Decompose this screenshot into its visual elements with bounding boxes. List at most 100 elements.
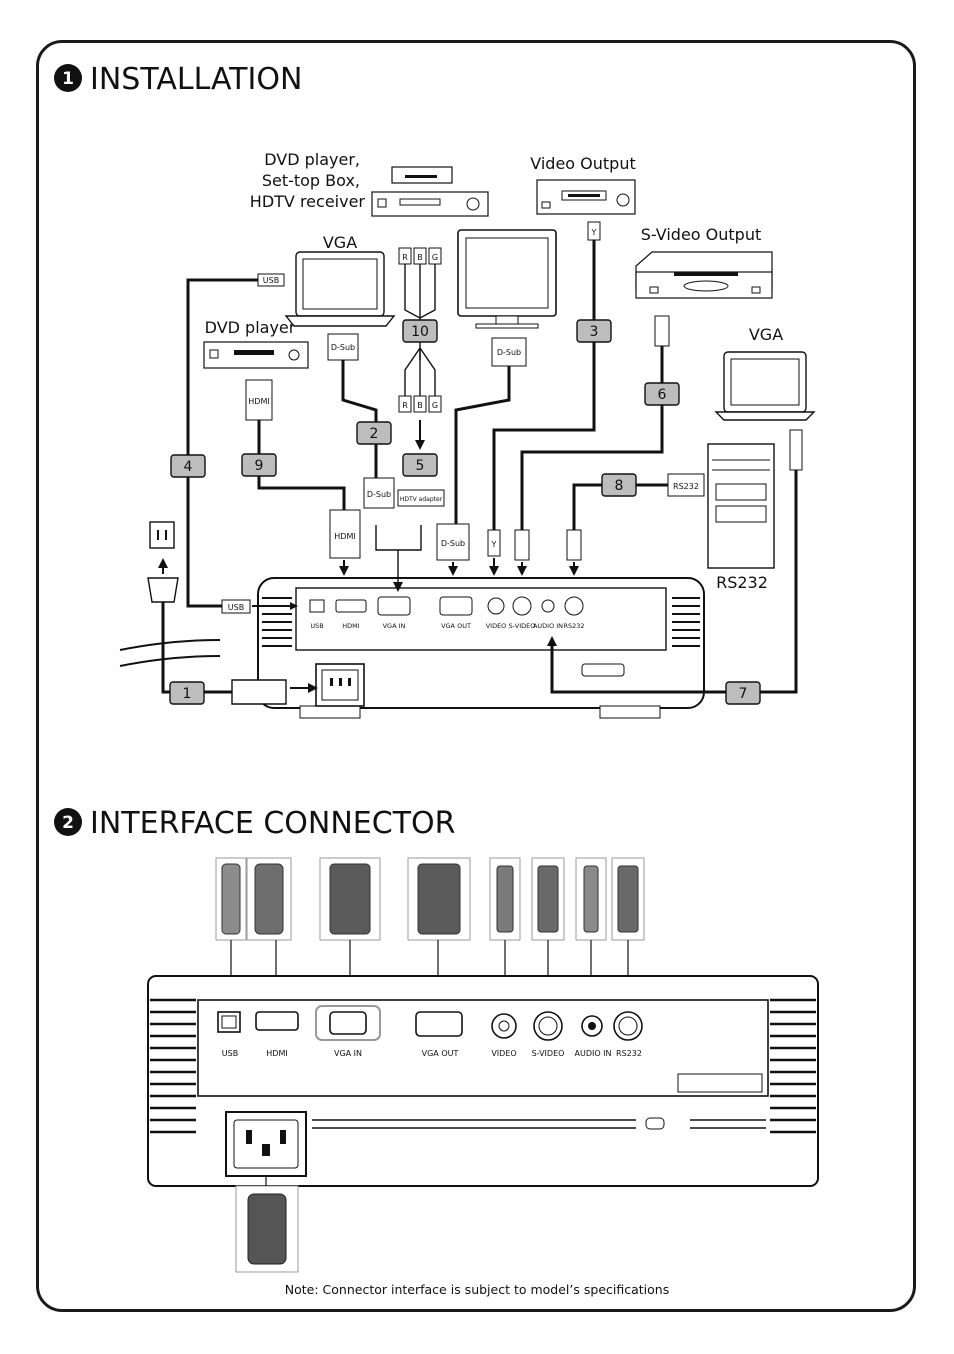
video-connector-icon — [496, 865, 514, 933]
cable-number-6: 6 — [658, 387, 667, 403]
port-label-bottom-usb: USB — [222, 1049, 238, 1058]
port-label-bottom-hdmi: HDMI — [266, 1049, 287, 1058]
label-dvd-player-hdmi: DVD player — [205, 318, 296, 337]
cable-usb — [186, 278, 258, 608]
cable-number-9: 9 — [255, 458, 264, 474]
plug-rs232: RS232 — [673, 482, 699, 491]
plug-b-top: B — [417, 253, 423, 262]
audio-plug-icon — [789, 429, 803, 471]
audio-port-icon — [541, 599, 555, 613]
cable-number-badges: 1 2 3 4 5 6 7 8 9 10 — [169, 319, 761, 705]
video-port-icon — [487, 597, 505, 615]
footnote: Note: Connector interface is subject to … — [285, 1282, 669, 1297]
port-label-vga-in: VGA IN — [383, 622, 406, 630]
svideo-plug-top-icon — [654, 315, 670, 347]
vga-in-connector-icon — [329, 863, 371, 935]
section-badge-2-icon — [54, 808, 82, 836]
hdmi-plug-bottom-icon — [329, 509, 361, 559]
laptop-vga-icon — [284, 251, 396, 327]
port-label-bottom-video: VIDEO — [491, 1049, 516, 1058]
label-dvd-player: DVD player, — [264, 150, 360, 169]
dsub-plug-proj-icon — [363, 477, 395, 509]
vga-out-port-icon — [439, 596, 473, 616]
plug-dsub-1: D-Sub — [331, 343, 355, 352]
rbg-plugs-top-icon — [398, 247, 442, 265]
section-1-heading: 1 INSTALLATION — [54, 62, 302, 97]
rs232-port-icon — [564, 596, 584, 616]
port-label-hdmi: HDMI — [342, 622, 360, 630]
power-plug-icon — [147, 577, 179, 603]
plug-hdmi-top: HDMI — [248, 397, 269, 406]
cable-number-8: 8 — [615, 478, 624, 494]
vga-out-port-bottom-icon — [415, 1011, 463, 1037]
plug-hdmi-bottom: HDMI — [334, 532, 355, 541]
port-label-audio: AUDIO IN — [533, 622, 563, 630]
svideo-plug-bottom-icon — [514, 529, 530, 561]
projector-ports-bottom: USB HDMI VGA IN VGA OUT VIDEO S-VIDEO AU… — [217, 1005, 643, 1058]
dsub-plug-monitor-icon — [491, 337, 527, 367]
section-badge-1-number: 1 — [62, 69, 74, 89]
plug-dsub-2: D-Sub — [367, 490, 391, 499]
hdmi-port-icon — [335, 599, 367, 613]
dsub-plug-laptop-icon — [327, 333, 359, 361]
cable-number-1: 1 — [183, 686, 192, 702]
plug-g-bottom: G — [432, 401, 438, 410]
plug-y-bottom: Y — [491, 540, 497, 549]
laptop-right-icon — [714, 351, 816, 421]
power-cord-connector-icon — [247, 1193, 287, 1265]
svideo-port-icon — [512, 596, 532, 616]
hdmi-plug-top-icon — [245, 379, 273, 421]
vga-in-port-icon — [377, 596, 411, 616]
audio-connector-icon — [583, 865, 599, 933]
dvd-stb-hdtv-device-icon — [371, 166, 489, 217]
port-label-bottom-vga-out: VGA OUT — [422, 1049, 459, 1058]
connector-photos — [215, 857, 645, 941]
plug-b-bottom: B — [417, 401, 423, 410]
cable-number-7: 7 — [739, 686, 748, 702]
cable-number-3: 3 — [590, 324, 599, 340]
port-label-video: VIDEO — [486, 622, 507, 630]
plug-r-top: R — [402, 253, 408, 262]
monitor-icon — [457, 229, 557, 329]
cable-number-5: 5 — [416, 458, 425, 474]
port-label-bottom-vga-in: VGA IN — [334, 1049, 362, 1058]
port-label-bottom-audio: AUDIO IN — [574, 1049, 611, 1058]
usb-connector-icon — [221, 863, 241, 935]
rbg-plugs-bottom-icon — [398, 395, 442, 413]
vga-out-connector-icon — [417, 863, 461, 935]
dsub-plug-vgaout-icon — [436, 523, 470, 561]
projector-rear-top — [257, 577, 705, 719]
label-vga-laptop-right: VGA — [749, 325, 783, 344]
projector-rear-bottom — [147, 975, 819, 1187]
port-label-bottom-svideo: S-VIDEO — [532, 1049, 565, 1058]
label-vga-laptop: VGA — [323, 233, 357, 252]
usb-plug-top-icon — [257, 273, 285, 287]
cable-number-10: 10 — [411, 324, 429, 340]
svideo-connector-icon — [537, 865, 559, 933]
label-video-output: Video Output — [530, 154, 636, 173]
label-svideo-output: S-Video Output — [641, 225, 761, 244]
plug-hdtv-adapter: HDTV adapter — [400, 496, 443, 503]
cable-number-4: 4 — [184, 459, 193, 475]
label-hdtv-receiver: HDTV receiver — [250, 192, 366, 211]
section-badge-1-icon — [54, 64, 82, 92]
projector-ports-top: USB HDMI VGA IN VGA OUT VIDEO S-VIDEO AU… — [309, 596, 585, 630]
hdmi-port-bottom-icon — [255, 1011, 299, 1031]
plug-usb-bottom: USB — [228, 603, 244, 612]
rs232-plug-proj-icon — [566, 529, 582, 561]
power-connector-icon — [231, 679, 287, 705]
section-title-interface: INTERFACE CONNECTOR — [90, 806, 455, 841]
plug-dsub-4: D-Sub — [441, 539, 465, 548]
port-label-vga-out: VGA OUT — [441, 622, 471, 630]
plug-g-top: G — [432, 253, 438, 262]
plug-usb-top: USB — [263, 276, 279, 285]
section-2-heading: 2 INTERFACE CONNECTOR — [54, 806, 455, 841]
label-rs232-pc: RS232 — [716, 573, 768, 592]
vcr-device-icon — [536, 179, 636, 215]
label-set-top-box: Set-top Box, — [262, 171, 360, 190]
port-label-svideo: S-VIDEO — [509, 622, 536, 630]
usb-port-icon — [309, 599, 325, 613]
plug-y-top: Y — [591, 228, 597, 237]
hdmi-connector-icon — [254, 863, 284, 935]
